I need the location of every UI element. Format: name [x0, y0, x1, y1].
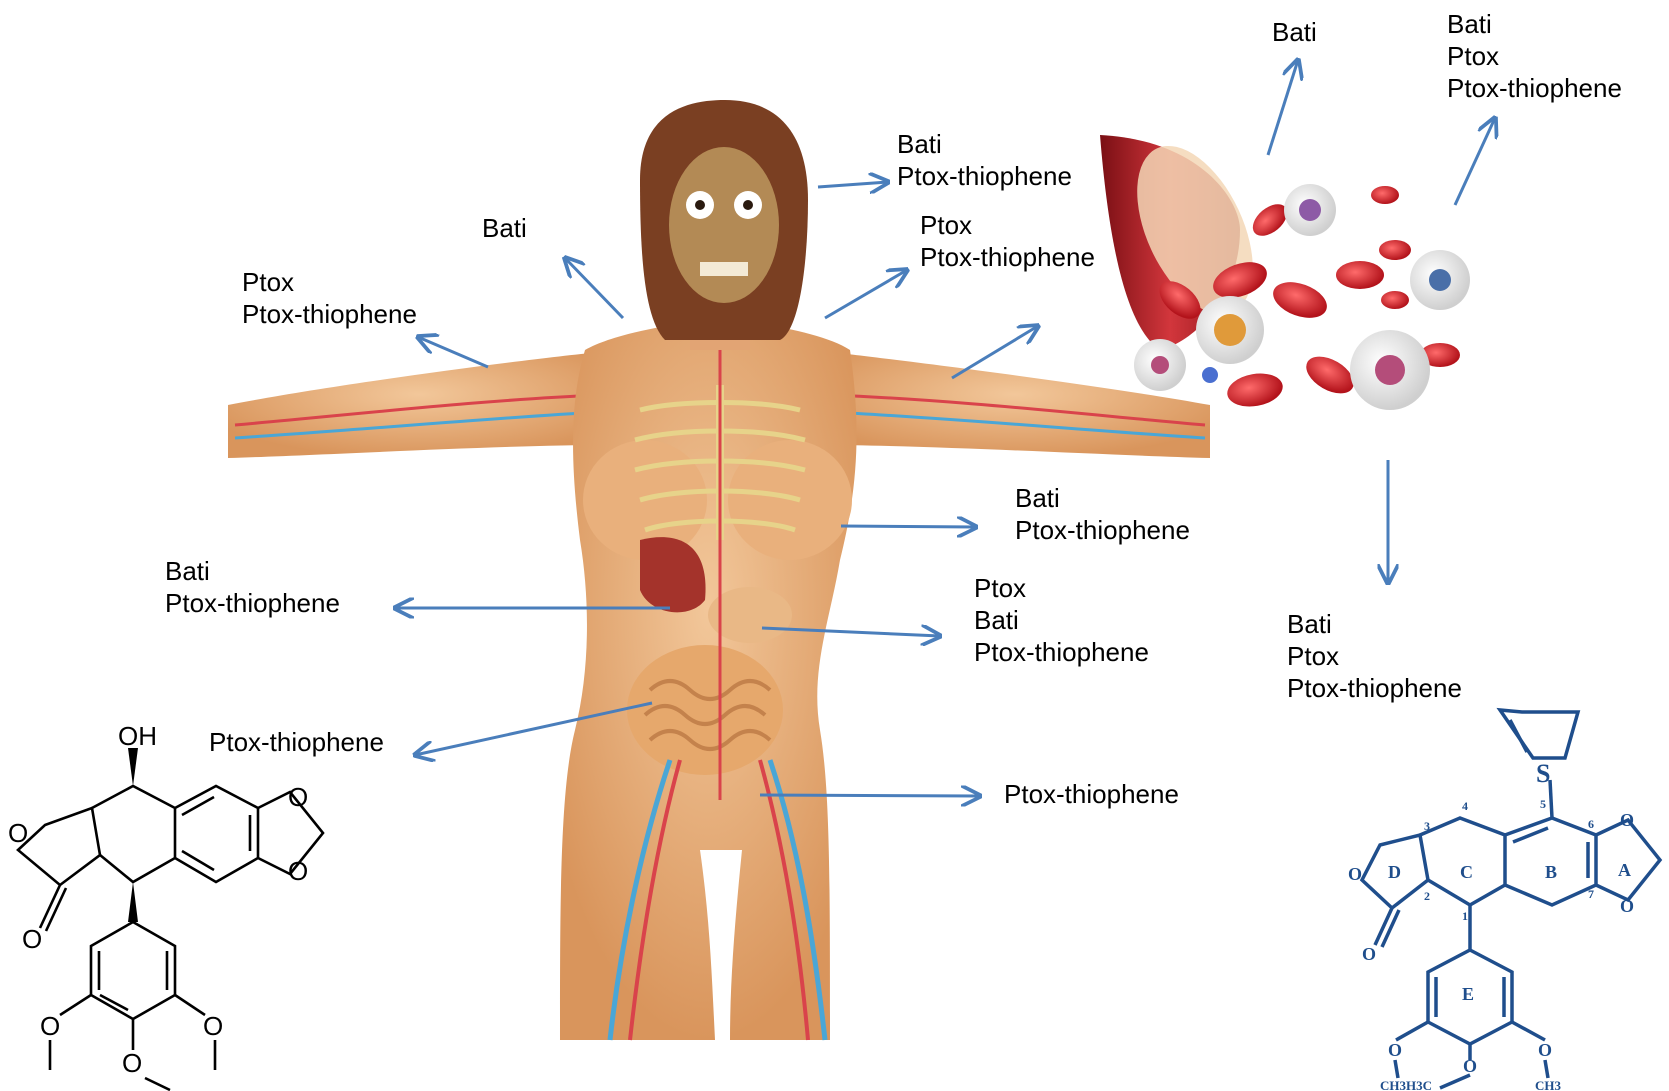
label-line: Bati: [897, 128, 1072, 160]
label-blood-bottom: Bati Ptox Ptox-thiophene: [1287, 608, 1462, 704]
label-line: Bati: [974, 604, 1149, 636]
arrow-to-lungs: [565, 258, 623, 318]
label-line: Bati: [482, 212, 527, 244]
position-label: 3: [1424, 819, 1430, 833]
label-lungs-left: Ptox Ptox-thiophene: [242, 266, 417, 330]
label-line: Bati: [1272, 16, 1317, 48]
sulfur-label: S: [1536, 759, 1550, 788]
label-line: Ptox-thiophene: [974, 636, 1149, 668]
label-line: Ptox-thiophene: [920, 241, 1095, 273]
position-label: 6: [1588, 817, 1594, 831]
label-line: Ptox: [920, 209, 1095, 241]
position-label: 5: [1540, 797, 1546, 811]
o-label: O: [1620, 810, 1634, 830]
o-label: O: [122, 1048, 142, 1078]
o-label: O: [8, 818, 28, 848]
podophyllotoxin-structure: [18, 748, 323, 1090]
oh-label: OH: [118, 721, 157, 751]
label-line: Ptox-thiophene: [1447, 72, 1622, 104]
o-label: O: [22, 924, 42, 954]
blood-vessel-illustration: [1100, 128, 1470, 410]
position-label: 2: [1424, 889, 1430, 903]
label-lungs: Bati: [482, 212, 527, 244]
label-neck: Ptox Ptox-thiophene: [920, 209, 1095, 273]
o-label: O: [1538, 1040, 1552, 1060]
label-line: Ptox-thiophene: [1287, 672, 1462, 704]
label-blood-top: Bati: [1272, 16, 1317, 48]
o-label: O: [1463, 1056, 1477, 1076]
label-line: Ptox: [242, 266, 417, 298]
ring-b-label: B: [1545, 862, 1557, 882]
label-blood-right: Bati Ptox Ptox-thiophene: [1447, 8, 1622, 104]
label-line: Bati: [1447, 8, 1622, 40]
label-line: Ptox-thiophene: [1015, 514, 1190, 546]
position-label: 4: [1462, 799, 1468, 813]
arrow-to-lungs-left: [418, 337, 488, 367]
label-line: Ptox-thiophene: [242, 298, 417, 330]
arrow-to-neck: [825, 270, 907, 318]
label-stomach: Ptox Bati Ptox-thiophene: [974, 572, 1149, 668]
methyl-label: CH3: [1535, 1078, 1562, 1091]
label-line: Bati: [1287, 608, 1462, 640]
label-reproductive: Ptox-thiophene: [1004, 778, 1179, 810]
position-label: 7: [1588, 887, 1594, 901]
ring-c-label: C: [1460, 862, 1473, 882]
label-intestine: Ptox-thiophene: [209, 726, 384, 758]
arrow-to-blood-top: [1268, 60, 1298, 155]
ring-e-label: E: [1462, 984, 1474, 1004]
o-label: O: [40, 1011, 60, 1041]
label-line: Ptox-thiophene: [1004, 778, 1179, 810]
label-line: Bati: [1015, 482, 1190, 514]
arrow-to-blood: [952, 326, 1038, 378]
label-line: Bati: [165, 555, 340, 587]
o-label: O: [203, 1011, 223, 1041]
label-line: Ptox: [974, 572, 1149, 604]
o-label: O: [288, 782, 308, 812]
thiophene-derivative-structure: [1362, 710, 1660, 1088]
o-label: O: [1620, 896, 1634, 916]
o-label: O: [1388, 1040, 1402, 1060]
arrow-to-reproductive: [760, 795, 980, 796]
o-label: O: [1348, 864, 1362, 884]
arrow-to-blood-right: [1455, 118, 1495, 205]
ring-a-label: A: [1618, 860, 1631, 880]
o-label: O: [1362, 944, 1376, 964]
position-label: 1: [1462, 909, 1468, 923]
methyl-label: CH3: [1380, 1078, 1407, 1091]
label-line: Ptox-thiophene: [165, 587, 340, 619]
ring-d-label: D: [1388, 862, 1401, 882]
label-heart: Bati Ptox-thiophene: [1015, 482, 1190, 546]
label-liver: Bati Ptox-thiophene: [165, 555, 340, 619]
arrow-to-brain: [818, 182, 888, 187]
label-line: Ptox: [1447, 40, 1622, 72]
label-line: Ptox-thiophene: [209, 726, 384, 758]
label-line: Ptox-thiophene: [897, 160, 1072, 192]
label-brain: Bati Ptox-thiophene: [897, 128, 1072, 192]
o-label: O: [288, 856, 308, 886]
label-line: Ptox: [1287, 640, 1462, 672]
arrow-to-heart: [841, 526, 976, 527]
methyl-label: H3C: [1406, 1078, 1432, 1091]
